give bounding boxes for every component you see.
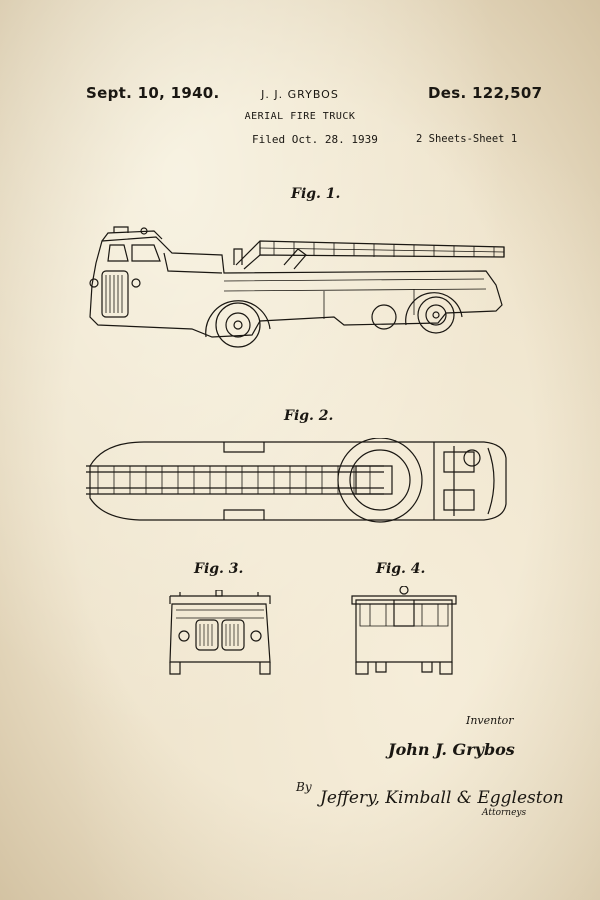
by-label: By [296, 780, 312, 794]
attorneys-role-label: Attorneys [482, 808, 527, 818]
inventor-role-label: Inventor [466, 714, 514, 727]
fig3-front-view-drawing [166, 590, 274, 678]
fig4-rear-view-drawing [350, 586, 458, 678]
fig4-label: Fig. 4. [376, 561, 426, 577]
inventor-signature: John J. Grybos [388, 740, 515, 759]
fig1-label: Fig. 1. [291, 186, 341, 202]
patent-number: Des. 122,507 [428, 84, 543, 102]
sheet-count: 2 Sheets-Sheet 1 [416, 133, 518, 145]
patent-title: AERIAL FIRE TRUCK [244, 111, 356, 122]
filed-date: Filed Oct. 28. 1939 [252, 133, 378, 146]
fig1-side-view-drawing [84, 225, 508, 355]
fig2-label: Fig. 2. [284, 408, 334, 424]
patent-date: Sept. 10, 1940. [86, 84, 220, 102]
inventor-header: J. J. GRYBOS [261, 88, 339, 101]
attorneys-signature: Jeffery, Kimball & Eggleston [320, 788, 564, 808]
fig2-top-view-drawing [84, 438, 510, 524]
fig3-label: Fig. 3. [194, 561, 244, 577]
